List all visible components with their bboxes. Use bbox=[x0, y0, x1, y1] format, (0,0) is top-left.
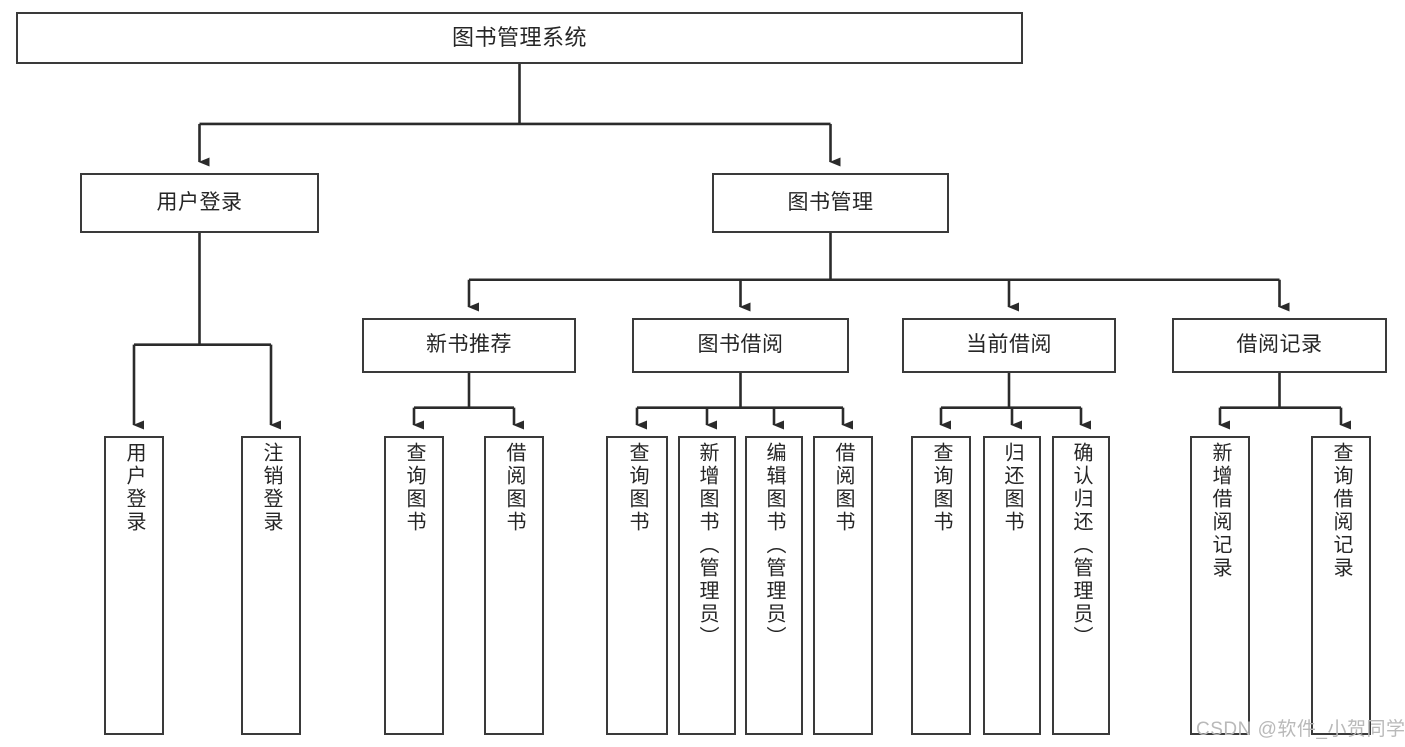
node-label: 查询借阅记录 bbox=[1330, 442, 1352, 580]
leaf-borrow-book[interactable]: 借阅图书 bbox=[813, 436, 873, 735]
node-label: 注销登录 bbox=[260, 442, 282, 534]
node-book-management[interactable]: 图书管理 bbox=[712, 173, 949, 233]
leaf-logout[interactable]: 注销登录 bbox=[241, 436, 301, 735]
node-label: 新书推荐 bbox=[426, 333, 512, 357]
leaf-edit-book-admin[interactable]: 编辑图书（管理员） bbox=[745, 436, 803, 735]
node-label: 借阅图书 bbox=[503, 442, 525, 534]
node-new-book-recommend[interactable]: 新书推荐 bbox=[362, 318, 576, 373]
node-label: 图书管理 bbox=[787, 190, 874, 214]
leaf-confirm-return-admin[interactable]: 确认归还（管理员） bbox=[1052, 436, 1110, 735]
leaf-query-book-recommend[interactable]: 查询图书 bbox=[384, 436, 444, 735]
node-label: 确认归还（管理员） bbox=[1070, 442, 1092, 649]
leaf-add-borrow-record[interactable]: 新增借阅记录 bbox=[1190, 436, 1250, 735]
node-label: 图书管理系统 bbox=[451, 25, 587, 51]
csdn-watermark: CSDN @软件_小贺同学 bbox=[1196, 719, 1405, 740]
leaf-query-book-borrow[interactable]: 查询图书 bbox=[606, 436, 668, 735]
leaf-query-book-current[interactable]: 查询图书 bbox=[911, 436, 971, 735]
node-root[interactable]: 图书管理系统 bbox=[16, 12, 1023, 64]
node-book-borrow[interactable]: 图书借阅 bbox=[632, 318, 849, 373]
node-label: 查询图书 bbox=[930, 442, 952, 534]
leaf-add-book-admin[interactable]: 新增图书（管理员） bbox=[678, 436, 736, 735]
node-label: 查询图书 bbox=[626, 442, 648, 534]
node-label: 借阅图书 bbox=[832, 442, 854, 534]
node-label: 用户登录 bbox=[123, 442, 145, 534]
node-label: 图书借阅 bbox=[697, 333, 784, 357]
node-label: 新增图书（管理员） bbox=[696, 442, 718, 649]
leaf-return-book[interactable]: 归还图书 bbox=[983, 436, 1041, 735]
node-current-borrow[interactable]: 当前借阅 bbox=[902, 318, 1116, 373]
node-label: 借阅记录 bbox=[1236, 333, 1323, 357]
leaf-query-borrow-record[interactable]: 查询借阅记录 bbox=[1311, 436, 1371, 735]
node-label: 编辑图书（管理员） bbox=[763, 442, 785, 649]
node-label: 用户登录 bbox=[156, 190, 243, 214]
node-label: 新增借阅记录 bbox=[1209, 442, 1231, 580]
leaf-user-login[interactable]: 用户登录 bbox=[104, 436, 164, 735]
node-label: 查询图书 bbox=[403, 442, 425, 534]
node-user-login[interactable]: 用户登录 bbox=[80, 173, 319, 233]
leaf-borrow-book-recommend[interactable]: 借阅图书 bbox=[484, 436, 544, 735]
node-label: 当前借阅 bbox=[966, 333, 1052, 357]
node-label: 归还图书 bbox=[1001, 442, 1023, 534]
node-borrow-record[interactable]: 借阅记录 bbox=[1172, 318, 1387, 373]
